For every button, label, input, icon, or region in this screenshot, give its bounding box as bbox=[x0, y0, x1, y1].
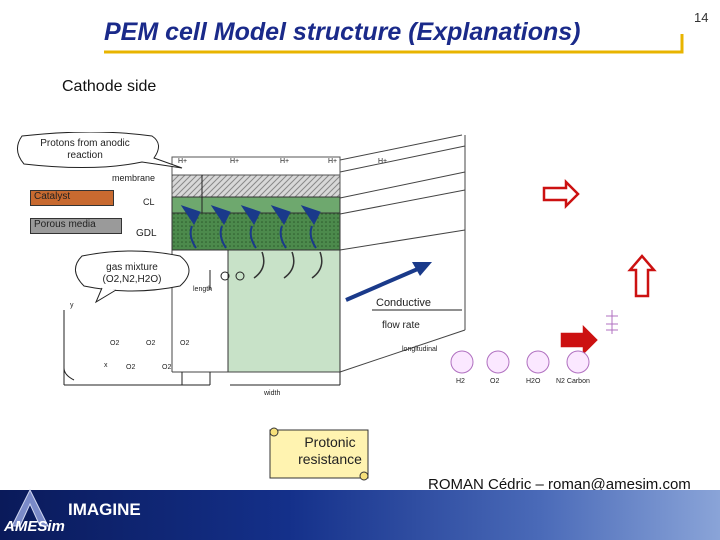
author-credit: ROMAN Cédric – roman@amesim.com bbox=[428, 476, 691, 493]
length-label: length bbox=[193, 286, 213, 293]
porous-media-box bbox=[30, 218, 122, 234]
species-label: O2 bbox=[490, 378, 500, 385]
longitudinal-label: longitudinal bbox=[402, 346, 438, 353]
flow-rate-label: flow rate bbox=[382, 320, 420, 331]
species-label: N2 Carbon bbox=[556, 378, 590, 385]
page-number: 14 bbox=[694, 10, 709, 25]
membrane-layer bbox=[171, 174, 341, 198]
circuit-icon bbox=[606, 310, 618, 334]
protonic-resistance-scroll bbox=[269, 427, 369, 481]
cl-label: CL bbox=[143, 197, 155, 207]
gas-mixture-text: gas mixture (O2,N2,H2O) bbox=[102, 262, 162, 285]
catalyst-label: Catalyst bbox=[34, 191, 71, 202]
red-arrows bbox=[542, 178, 657, 356]
amesim-logo bbox=[11, 488, 49, 527]
o2-label: O2 bbox=[126, 364, 136, 371]
proton-label: H+ bbox=[178, 158, 188, 165]
conductive-label: Conductive bbox=[376, 297, 432, 309]
proton-band bbox=[171, 156, 341, 176]
o2-label: O2 bbox=[110, 340, 120, 347]
slide-title: PEM cell Model structure (Explanations) bbox=[104, 18, 581, 46]
protons-callout-text: Protons from anodic reaction bbox=[40, 138, 130, 161]
protonic-resistance-text: Protonic resistance bbox=[298, 434, 362, 467]
logo-imagine-text: IMAGINE bbox=[68, 500, 141, 519]
o2-label: O2 bbox=[180, 340, 190, 347]
proton-label: H+ bbox=[230, 158, 240, 165]
o2-label: O2 bbox=[162, 364, 172, 371]
footer-bar bbox=[0, 490, 720, 540]
o2-label: O2 bbox=[146, 340, 156, 347]
gdl-label: GDL bbox=[136, 228, 157, 239]
proton-label: H+ bbox=[378, 158, 388, 165]
gas-mixture-callout bbox=[75, 250, 190, 304]
pem-diagram bbox=[63, 134, 657, 386]
proton-label: H+ bbox=[280, 158, 290, 165]
species-label: H2 bbox=[456, 378, 465, 385]
protons-callout bbox=[17, 132, 183, 169]
species-label: H2O bbox=[526, 378, 541, 385]
species-icons bbox=[450, 350, 590, 374]
proton-label: H+ bbox=[328, 158, 338, 165]
membrane-label: membrane bbox=[112, 173, 156, 183]
gas-channel bbox=[227, 249, 341, 373]
section-heading: Cathode side bbox=[62, 78, 157, 95]
conductive-flow-arrow bbox=[345, 266, 421, 302]
porous-label: Porous media bbox=[34, 219, 96, 230]
logo-amesim-text: AMESim bbox=[4, 518, 65, 535]
y-axis-label: y bbox=[70, 302, 74, 309]
title-underline bbox=[104, 34, 684, 54]
width-label: width bbox=[264, 390, 281, 397]
catalyst-box bbox=[30, 190, 114, 206]
x-axis-label: x bbox=[104, 362, 108, 369]
